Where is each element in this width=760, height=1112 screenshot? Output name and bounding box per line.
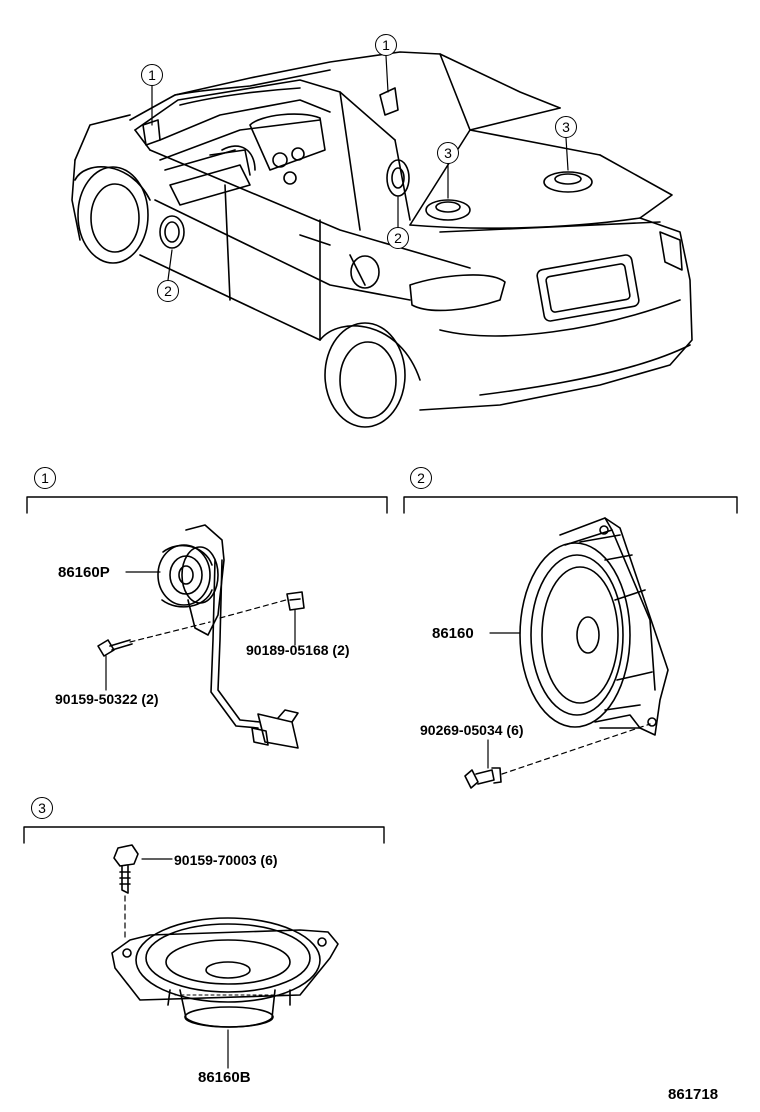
callout-2-front-door: 2 xyxy=(157,280,179,302)
part-label-clip-tweeter: 90189-05168 (2) xyxy=(246,642,350,658)
section-brackets xyxy=(23,496,738,844)
section-3-header: 3 xyxy=(31,797,53,819)
part-label-rivet: 90269-05034 (6) xyxy=(420,722,524,738)
callout-label: 3 xyxy=(444,145,452,161)
section-2-header: 2 xyxy=(410,467,432,489)
car-callout-leaders xyxy=(151,55,569,281)
callout-label: 1 xyxy=(148,67,156,83)
callout-label: 2 xyxy=(164,283,172,299)
tweeter-drawing xyxy=(97,524,305,749)
callout-3-right-tray: 3 xyxy=(555,116,577,138)
front-speaker-drawing xyxy=(464,517,669,789)
part-label-tweeter: 86160P xyxy=(58,564,110,581)
section-label: 2 xyxy=(417,470,425,486)
callout-3-left-tray: 3 xyxy=(437,142,459,164)
section-label: 3 xyxy=(38,800,46,816)
callout-1-tweeter-rear: 1 xyxy=(375,34,397,56)
callout-label: 3 xyxy=(562,119,570,135)
car-illustration xyxy=(71,51,693,428)
callout-label: 1 xyxy=(382,37,390,53)
rear-speaker-drawing xyxy=(111,844,339,1069)
part-label-front-speaker: 86160 xyxy=(432,625,474,642)
section-label: 1 xyxy=(41,470,49,486)
part-label-rear-speaker: 86160B xyxy=(198,1069,251,1086)
callout-1-tweeter-front: 1 xyxy=(141,64,163,86)
section-1-header: 1 xyxy=(34,467,56,489)
callout-2-rear-door: 2 xyxy=(387,227,409,249)
callout-label: 2 xyxy=(394,230,402,246)
figure-number: 861718 xyxy=(668,1086,719,1103)
part-label-screw-rear: 90159-70003 (6) xyxy=(174,852,278,868)
part-label-screw-tweeter: 90159-50322 (2) xyxy=(55,691,159,707)
